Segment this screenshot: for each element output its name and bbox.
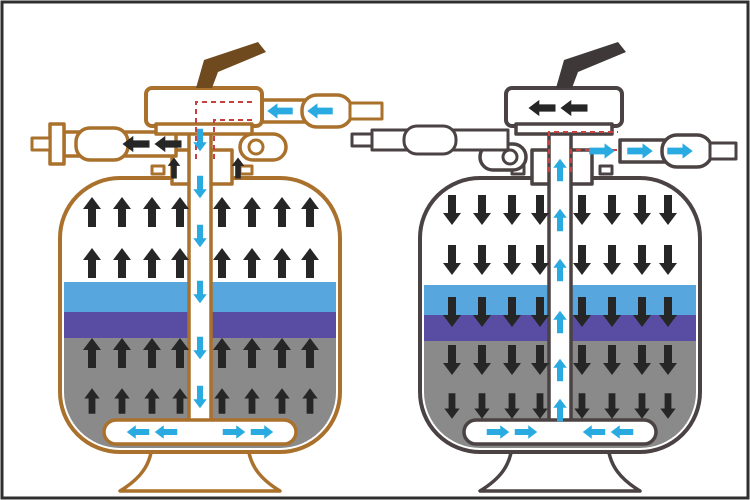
flange-nub	[150, 164, 166, 176]
valve-flange	[154, 122, 254, 136]
lateral-pipe	[102, 418, 298, 446]
internal-flow-path	[570, 149, 618, 172]
pipe-stub	[350, 132, 374, 148]
flange-nub	[238, 164, 254, 176]
internal-flow-path	[548, 131, 618, 172]
valve-handle	[196, 42, 266, 88]
sight-glass-icon	[501, 148, 519, 166]
valve-handle	[556, 42, 626, 88]
internal-flow-path	[195, 101, 252, 160]
pipe-coupling	[74, 126, 130, 162]
multiport-valve	[144, 86, 264, 128]
pipe-flange	[48, 122, 66, 166]
sight-glass-icon	[247, 138, 265, 156]
flange-nub	[598, 164, 614, 176]
pipe-stub	[708, 141, 738, 161]
valve-flange	[514, 122, 614, 136]
internal-flow-path	[213, 119, 252, 160]
tank-base	[478, 440, 642, 493]
tank-base	[118, 440, 282, 493]
pipe-coupling	[402, 124, 458, 156]
pipe-stub	[30, 136, 52, 152]
pipe-stub	[348, 101, 384, 121]
